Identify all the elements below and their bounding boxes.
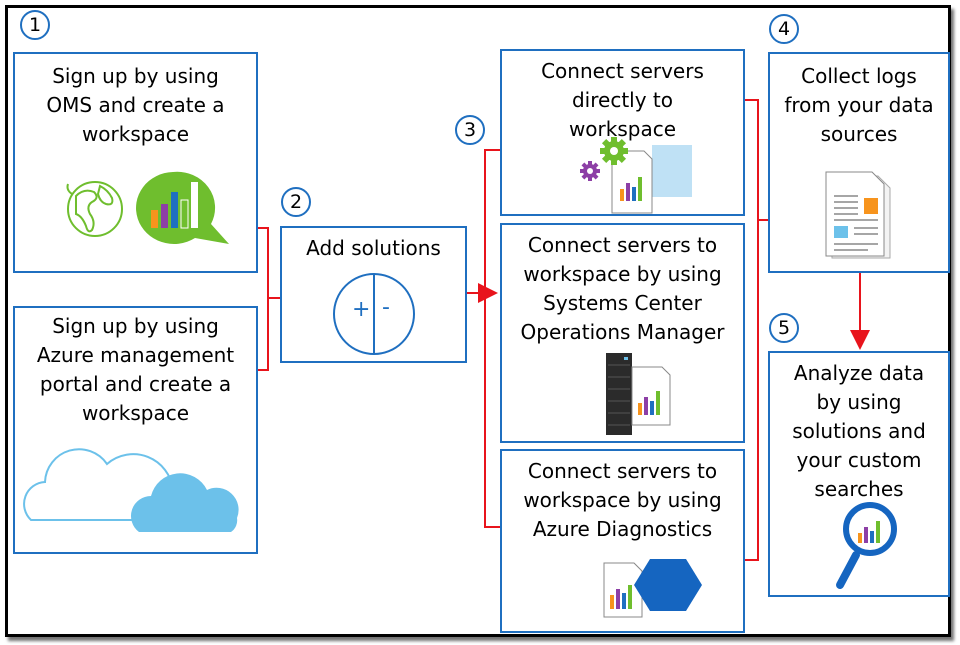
collect-logs-text: Collect logs from your data sources: [784, 64, 934, 146]
bracket-collect: [745, 99, 759, 561]
cloud-icon: [23, 448, 239, 532]
add-solutions-text: Add solutions: [306, 236, 441, 260]
globe-icon: [66, 181, 123, 237]
oms-signup-box: Sign up by using OMS and create a worksp…: [13, 52, 258, 273]
add-remove-icon: [333, 273, 415, 355]
log-document-icon: [825, 171, 891, 259]
connect-direct-box: Connect servers directly to workspace: [500, 49, 745, 216]
connect-scom-box: Connect servers to workspace by using Sy…: [500, 223, 745, 443]
add-solutions-box: Add solutions + -: [280, 226, 467, 363]
step-badge-4: 4: [769, 14, 799, 44]
connect-scom-text: Connect servers to workspace by using Sy…: [520, 233, 725, 344]
diagnostics-hexagon-icon: [603, 559, 702, 618]
oms-chart-bubble-icon: [136, 171, 229, 244]
bracket-signup: [258, 227, 269, 371]
plus-sign: +: [352, 297, 371, 322]
analyze-box: Analyze data by using solutions and your…: [768, 351, 950, 597]
collect-logs-box: Collect logs from your data sources: [768, 52, 950, 273]
step-badge-2: 2: [281, 187, 311, 217]
step-badge-5: 5: [769, 313, 799, 343]
azure-signup-text: Sign up by using Azure management portal…: [36, 314, 235, 425]
bracket-connect: [484, 149, 500, 528]
minus-sign: -: [382, 295, 390, 320]
server-document-icon: [606, 353, 671, 435]
connect-direct-text: Connect servers directly to workspace: [541, 59, 704, 141]
azure-signup-box: Sign up by using Azure management portal…: [13, 306, 258, 554]
oms-signup-text: Sign up by using OMS and create a worksp…: [46, 64, 225, 146]
connect-diag-box: Connect servers to workspace by using Az…: [500, 449, 745, 633]
step-badge-3: 3: [455, 115, 485, 145]
connect-diag-text: Connect servers to workspace by using Az…: [523, 459, 722, 541]
analyze-text: Analyze data by using solutions and your…: [792, 361, 926, 501]
magnifier-chart-icon: [836, 502, 897, 589]
gears-document-icon: [580, 137, 692, 214]
step-badge-1: 1: [20, 10, 50, 40]
